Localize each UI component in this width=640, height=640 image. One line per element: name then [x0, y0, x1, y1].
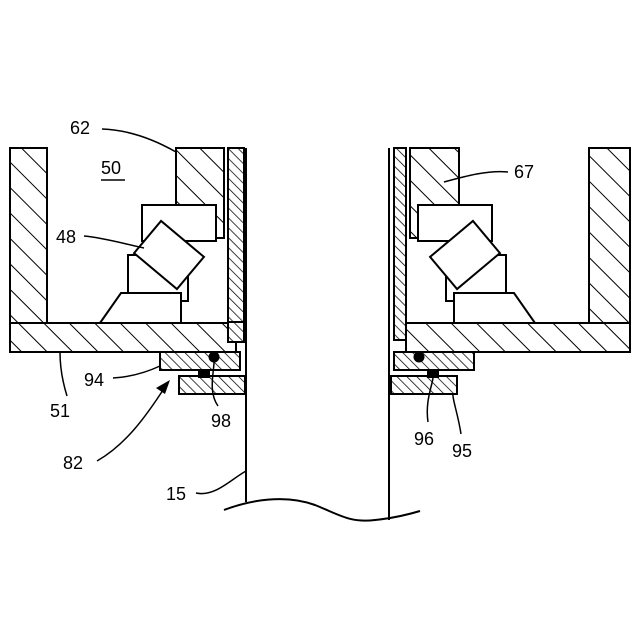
- left-inner-ring: [228, 148, 244, 340]
- label-96: 96: [414, 429, 434, 449]
- leader-48: [84, 236, 144, 248]
- label-48: 48: [56, 227, 76, 247]
- label-94: 94: [84, 370, 104, 390]
- label-67: 67: [514, 162, 534, 182]
- label-15: 15: [166, 484, 186, 504]
- right-seal-plate-upper: [394, 352, 474, 370]
- right-inner-ring: [394, 148, 406, 340]
- housing-right-floor: [406, 323, 630, 352]
- left-bearing-base: [100, 293, 181, 323]
- seal-element-96: [427, 371, 439, 378]
- label-95: 95: [452, 441, 472, 461]
- leader-82: [97, 387, 165, 461]
- label-98: 98: [211, 411, 231, 431]
- housing-left-wall: [10, 148, 47, 323]
- leader-95: [453, 394, 461, 434]
- o-ring-98: [209, 352, 220, 363]
- arrowhead-82: [156, 380, 170, 394]
- leader-15: [196, 471, 246, 494]
- label-62: 62: [70, 118, 90, 138]
- seal-element-left: [198, 371, 210, 378]
- label-82: 82: [63, 453, 83, 473]
- leader-62: [102, 129, 176, 152]
- shaft-break-line: [224, 499, 420, 521]
- housing-left-floor: [10, 323, 236, 352]
- leader-94: [113, 366, 160, 378]
- right-bearing-base: [454, 293, 535, 323]
- left-seal-plate-94: [160, 352, 240, 370]
- label-51: 51: [50, 401, 70, 421]
- right-seal-plate-95: [391, 376, 457, 394]
- left-inner-ring-foot: [228, 322, 244, 342]
- housing-right-wall: [589, 148, 630, 323]
- o-ring-upper-right: [414, 352, 425, 363]
- label-50: 50: [101, 158, 121, 178]
- leader-51: [60, 352, 67, 396]
